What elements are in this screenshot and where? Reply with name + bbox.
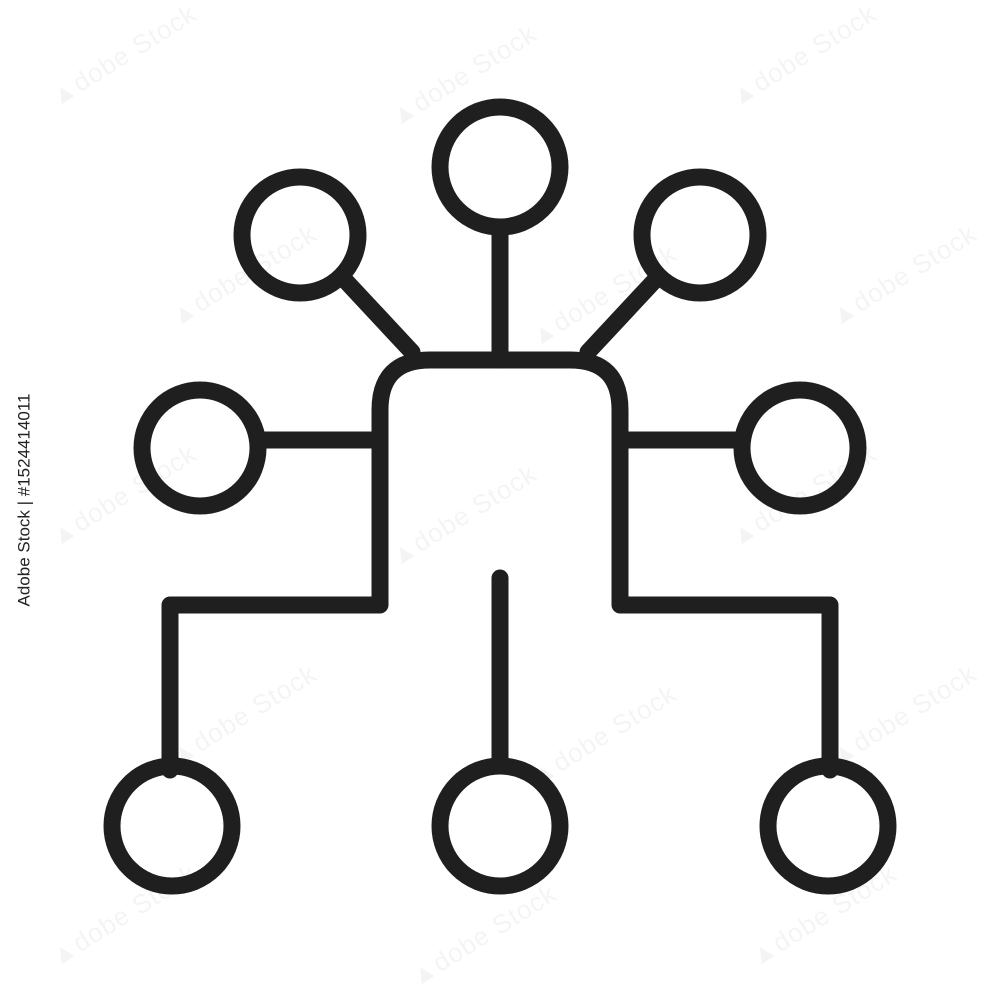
connector-top-left	[334, 269, 421, 361]
node-middle-right	[733, 381, 867, 515]
node-top-center	[431, 98, 569, 236]
node-middle-left	[133, 381, 267, 515]
node-top-left	[233, 168, 367, 302]
node-bottom-right	[759, 757, 897, 895]
node-top-right	[633, 168, 767, 302]
node-bottom-center	[431, 757, 569, 895]
connector-top-right	[579, 269, 666, 361]
node-bottom-left	[103, 757, 241, 895]
stock-id-text: Adobe Stock | #1524414011	[14, 393, 33, 607]
stock-id-label: Adobe Stock | #1524414011	[14, 0, 34, 1000]
